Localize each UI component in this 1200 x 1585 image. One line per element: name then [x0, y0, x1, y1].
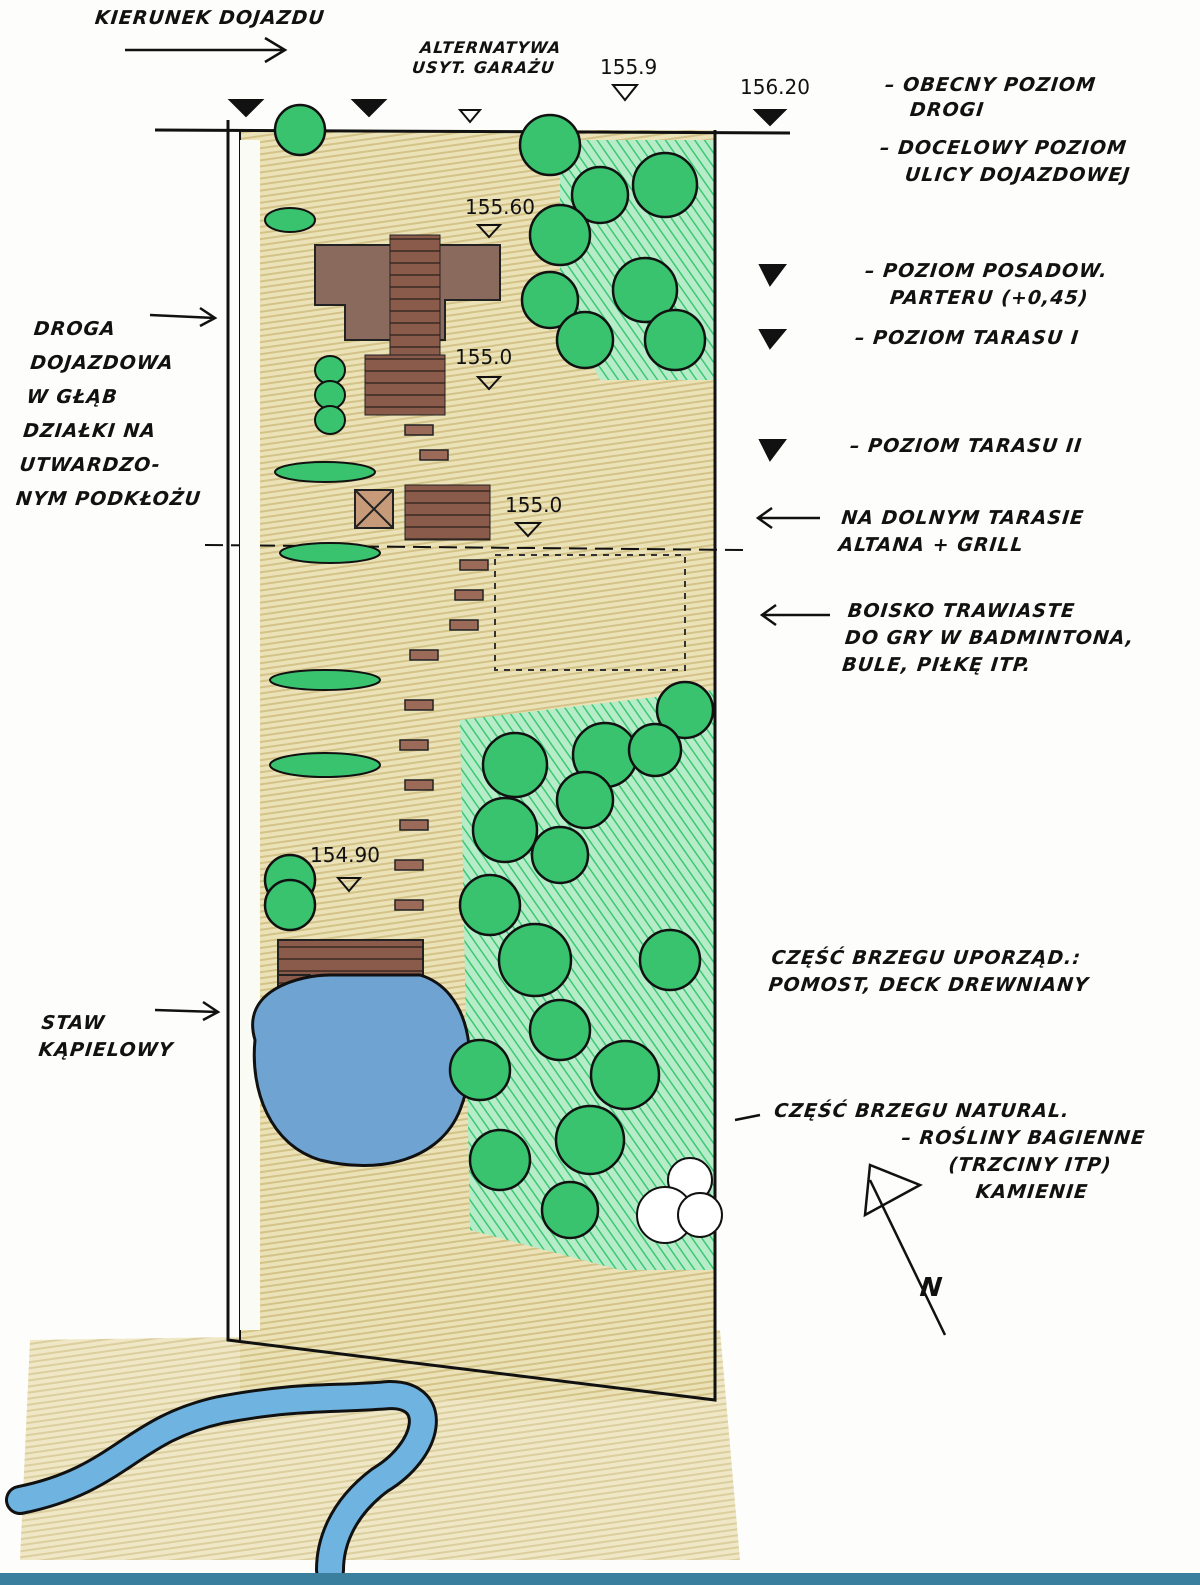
- note-line: – ROŚLINY BAGIENNE: [900, 1127, 1147, 1149]
- garage-alt-label-2: USYT. GARAŻU: [411, 58, 556, 77]
- note-line: DZIAŁKI NA: [22, 420, 158, 442]
- shore-arranged-note: CZĘŚĆ BRZEGU UPORZĄD.: POMOST, DECK DREW…: [767, 945, 1093, 999]
- stepping-stones: [394, 424, 489, 911]
- access-direction-label: KIERUNEK DOJAZDU: [93, 7, 326, 29]
- house-stair: [389, 234, 441, 356]
- note-line: BULE, PIŁKĘ ITP.: [841, 654, 1033, 676]
- level-155-60: 155.60: [465, 195, 535, 219]
- note-line: (TRZCINY ITP): [947, 1154, 1113, 1176]
- driveway: [240, 140, 260, 1330]
- note-line: DOJAZDOWA: [29, 352, 175, 374]
- legend-road-current-1: – OBECNY POZIOM: [883, 74, 1098, 96]
- terrace-1-steps: [364, 354, 446, 416]
- legend-ground-floor-1: – POZIOM POSADOW.: [863, 260, 1109, 282]
- lower-meadow: [20, 1330, 740, 1560]
- legend-street-target-1: – DOCELOWY POZIOM: [878, 137, 1129, 159]
- road-line: [154, 128, 791, 135]
- note-line: NYM PODKŁOŻU: [14, 488, 203, 510]
- note-line: ALTANA + GRILL: [837, 534, 1025, 556]
- note-line: W GŁĄB: [25, 386, 119, 408]
- north-arrow-icon: [863, 1163, 947, 1336]
- note-line: STAW: [40, 1012, 107, 1034]
- north-label: N: [918, 1273, 945, 1303]
- note-line: CZĘŚĆ BRZEGU UPORZĄD.:: [770, 947, 1083, 969]
- scan-edge: [0, 1573, 1200, 1585]
- terrace-2-deck: [404, 484, 491, 541]
- level-154-90: 154.90: [310, 843, 380, 867]
- river-water: [8, 1382, 435, 1582]
- level-155-9: 155.9: [600, 55, 658, 79]
- note-line: NA DOLNYM TARASIE: [840, 507, 1086, 529]
- note-line: KAMIENIE: [974, 1181, 1090, 1203]
- garage-alt-label-1: ALTERNATYWA: [419, 38, 563, 57]
- plot-boundary: [226, 120, 717, 1402]
- level-markers: [227, 84, 788, 893]
- note-line: KĄPIELOWY: [37, 1039, 175, 1061]
- hedges: [264, 207, 381, 778]
- note-line: DROGA: [32, 318, 117, 340]
- legend-ground-floor-2: PARTERU (+0,45): [888, 287, 1090, 309]
- pond-note: STAW KĄPIELOWY: [37, 1010, 177, 1064]
- note-line: UTWARDZO-: [18, 454, 162, 476]
- legend-street-target-2: ULICY DOJAZDOWEJ: [903, 164, 1132, 186]
- note-line: DO GRY W BADMINTONA,: [843, 627, 1136, 649]
- gazebo-cross: [354, 489, 394, 529]
- grass-field: [494, 554, 686, 671]
- legend-road-current-2: DROGI: [908, 99, 986, 121]
- level-155-0-lower: 155.0: [505, 493, 563, 517]
- driveway-note: DROGA DOJAZDOWA W GŁĄB DZIAŁKI NA UTWARD…: [14, 312, 220, 516]
- legend-terrace-1: – POZIOM TARASU I: [853, 327, 1081, 349]
- note-line: CZĘŚĆ BRZEGU NATURAL.: [773, 1100, 1071, 1122]
- shore-natural-note: CZĘŚĆ BRZEGU NATURAL. – ROŚLINY BAGIENNE…: [764, 1098, 1149, 1206]
- trees: [263, 103, 715, 1240]
- note-line: BOISKO TRAWIASTE: [846, 600, 1077, 622]
- level-156-20: 156.20: [740, 75, 810, 99]
- note-line: POMOST, DECK DREWNIANY: [767, 974, 1091, 996]
- white-shrub: [636, 1157, 723, 1244]
- annotation-arrows: [125, 36, 830, 1122]
- pond: [251, 973, 472, 1167]
- gazebo-note: NA DOLNYM TARASIE ALTANA + GRILL: [837, 505, 1085, 559]
- legend-terrace-2: – POZIOM TARASU II: [848, 435, 1084, 457]
- level-155-0-upper: 155.0: [455, 345, 513, 369]
- field-note: BOISKO TRAWIASTE DO GRY W BADMINTONA, BU…: [841, 598, 1139, 679]
